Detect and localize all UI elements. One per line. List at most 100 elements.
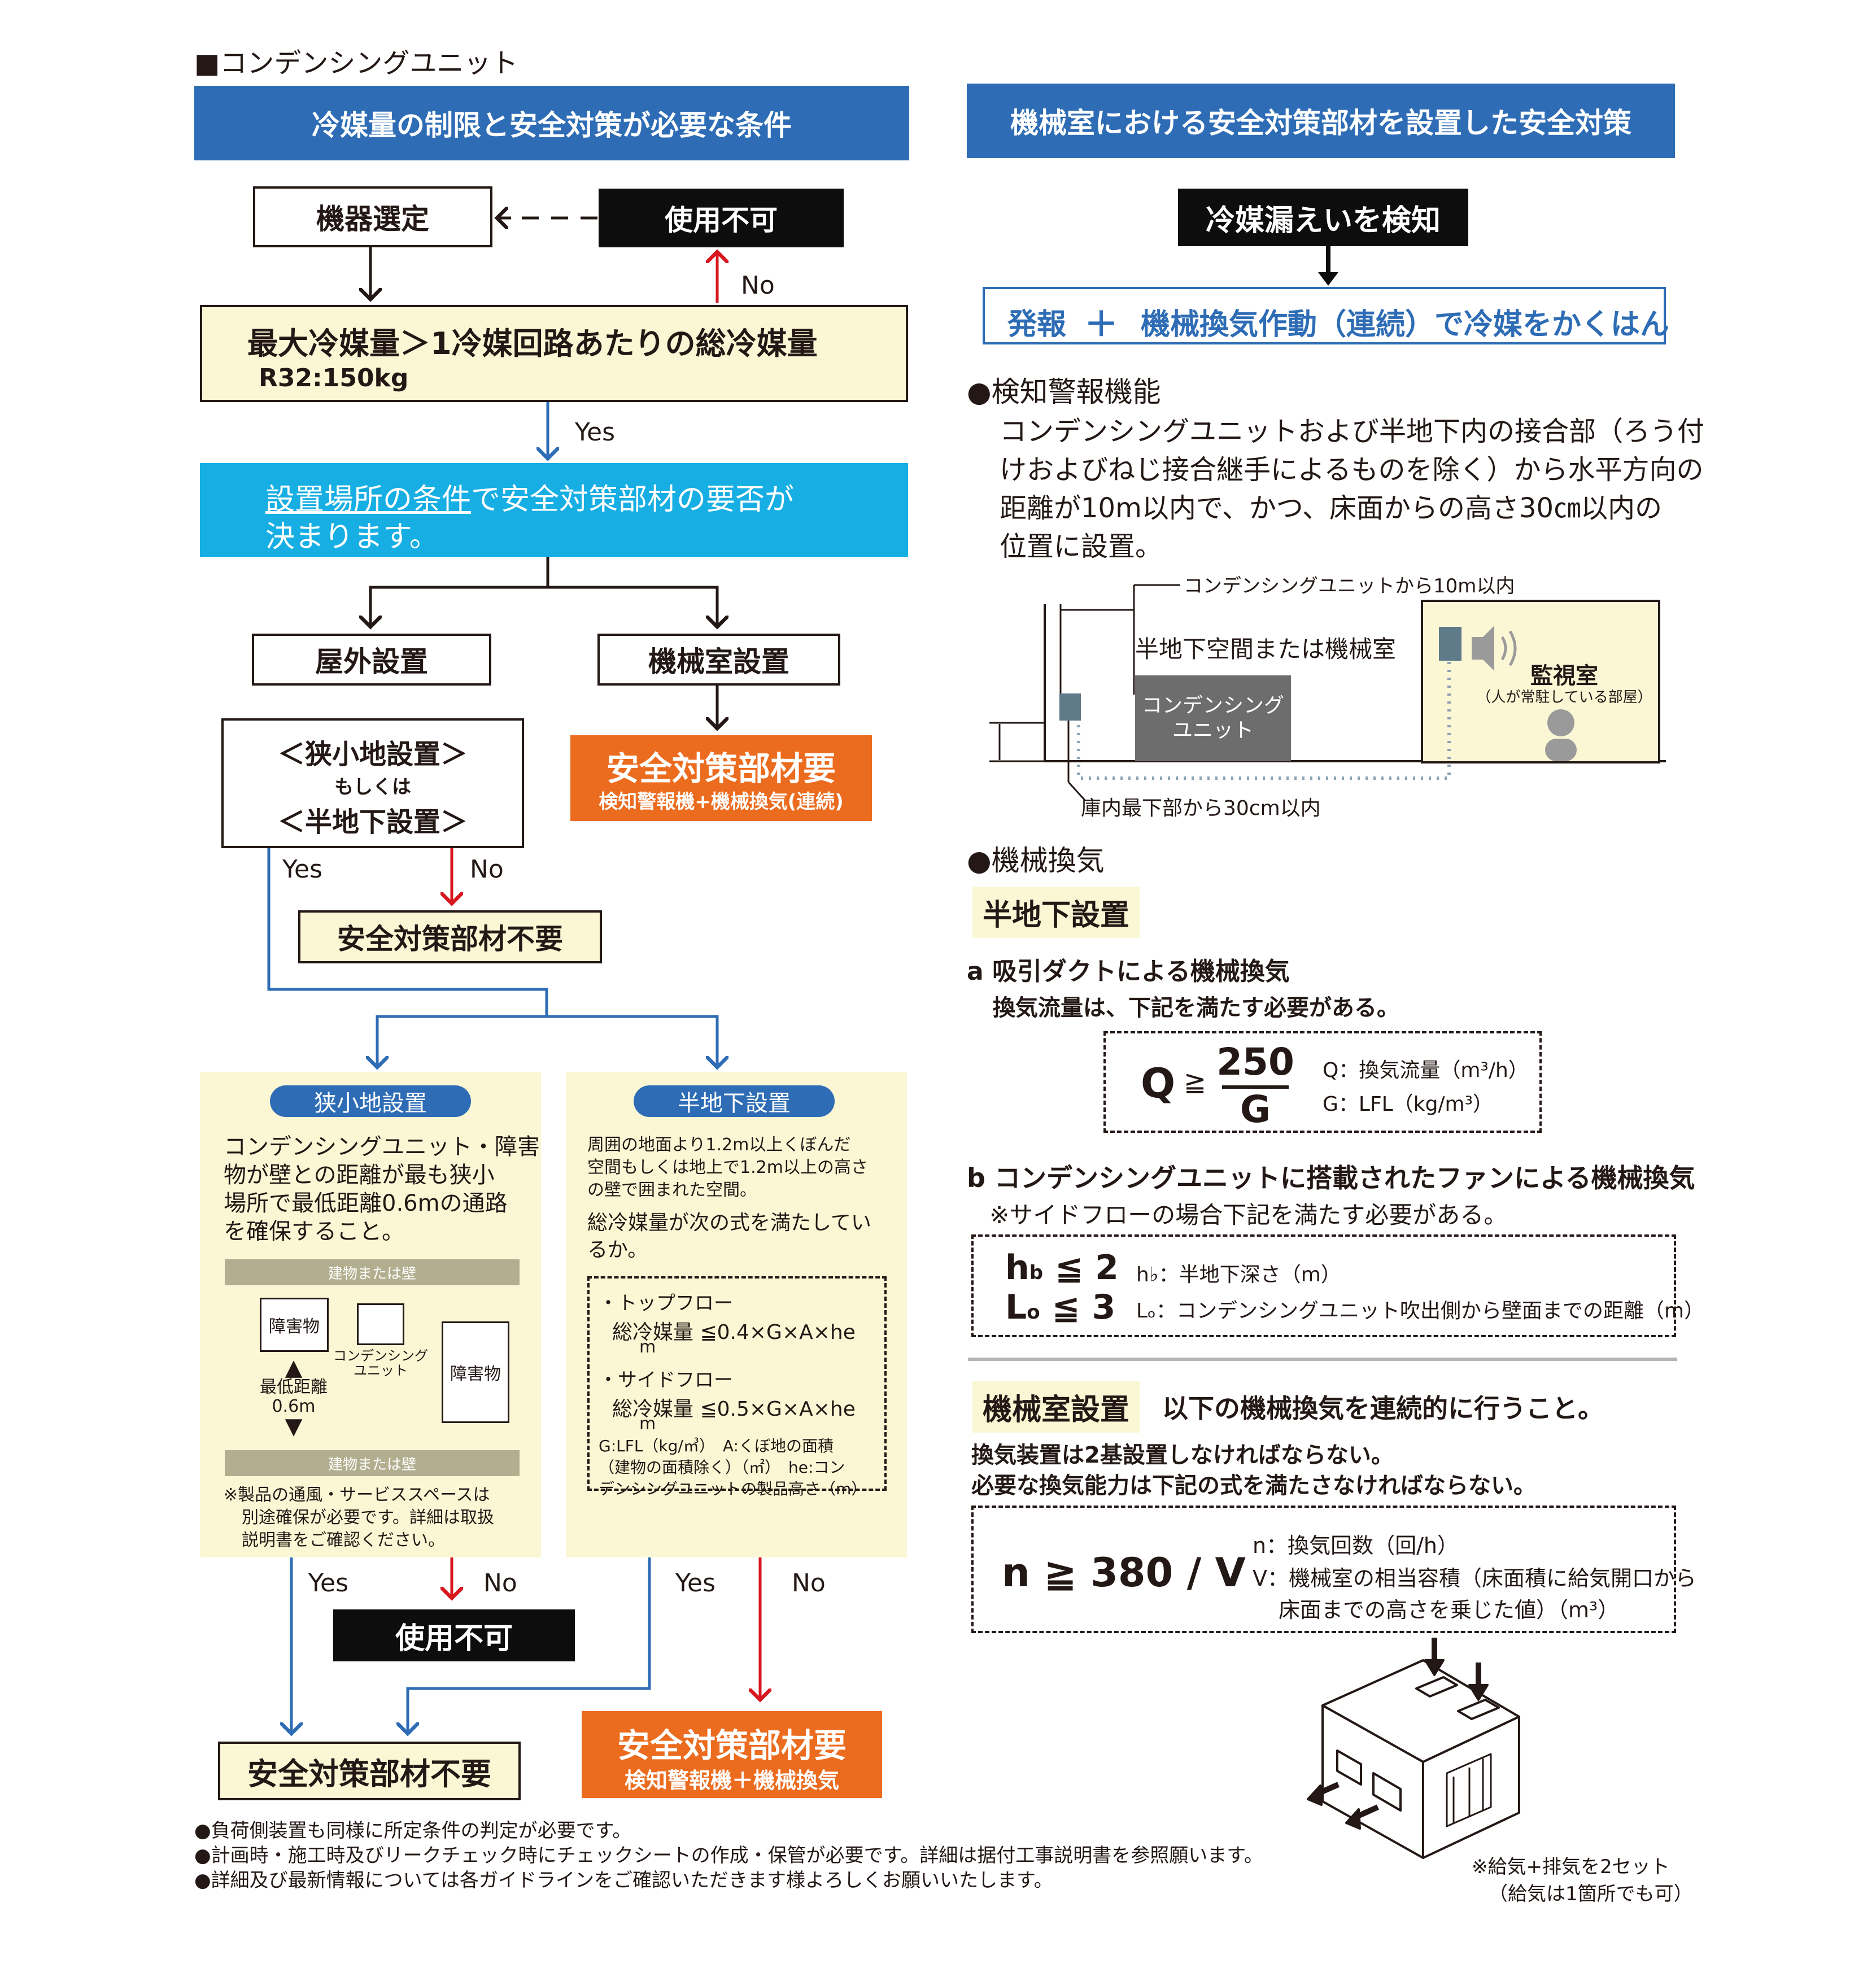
n-formula-box: n ≧ 380 / V n：換気回数（回/h） V：機械室の相当容積（床面積に給…	[971, 1506, 1696, 1633]
no-label-1: No	[741, 271, 775, 300]
q-formula-box: Q ≧ 250 G Q：換気流量（m³/h） G：LFL（kg/m³）	[1103, 1031, 1542, 1133]
semi-basement-label: 半地下設置	[972, 887, 1140, 938]
min-distance: ▲ 最低距離 0.6m ▼	[260, 1355, 328, 1439]
no-label-4: No	[792, 1569, 826, 1598]
safety-required-title-1: 安全対策部材要	[606, 749, 836, 788]
semi-panel-text2: 総冷媒量が次の式を満たしてい るか。	[587, 1211, 871, 1262]
semi-panel: 半地下設置 周囲の地面より1.2m以上くぼんだ 空間もしくは地上で1.2m以上の…	[566, 1072, 907, 1557]
space-label: 半地下空間または機械室	[1135, 635, 1397, 663]
moshikuwa-text: もしくは	[334, 776, 411, 798]
max-refrigerant-box: 最大冷媒量＞1冷媒回路あたりの総冷媒量 R32:150kg	[200, 305, 908, 402]
fraction-bar	[1222, 1085, 1289, 1089]
safety-required-sub-2: 検知警報機＋機械換気	[624, 1768, 839, 1793]
side-flow-label: ・サイドフロー	[599, 1369, 733, 1391]
within-10m-label: コンデンシングユニットから10m以内	[1184, 575, 1515, 597]
yes-label-2: Yes	[282, 855, 323, 884]
a-title: a 吸引ダクトによる機械換気	[967, 957, 1290, 986]
cu-small-label: コンデンシング ユニット	[333, 1348, 428, 1378]
condition-rest: で安全対策部材の要否が	[471, 483, 795, 517]
left-header: 冷媒量の制限と安全対策が必要な条件	[194, 86, 909, 160]
footnotes: ●負荷側装置も同様に所定条件の判定が必要です。 ●計画時・施工時及びリークチェッ…	[194, 1819, 1263, 1892]
hb-condition: hb ≦ 2	[1005, 1248, 1119, 1288]
q-legend-1: Q：換気流量（m³/h）	[1323, 1059, 1529, 1082]
narrow-text: ＜狭小地設置＞	[277, 739, 468, 770]
side-flow-formula: 総冷媒量 ≦0.5×G×A×he	[612, 1398, 856, 1421]
narrow-panel: 狭小地設置 コンデンシングユニット・障害 物が壁との距離が最も狭小 場所で最低距…	[200, 1072, 541, 1557]
yes-label-4: Yes	[675, 1569, 716, 1598]
mr-line-2: 必要な換気能力は下記の式を満たさなければならない。	[971, 1473, 1536, 1499]
safety-not-required-box-1: 安全対策部材不要	[298, 910, 602, 963]
narrow-panel-title: 狭小地設置	[270, 1085, 471, 1117]
machine-room-text: 以下の機械換気を連続的に行うこと。	[1162, 1393, 1604, 1424]
q-legend-2: G：LFL（kg/m³）	[1323, 1093, 1494, 1116]
semi-formula-box: ・トップフロー 総冷媒量 ≦0.4×G×A×he m ・サイドフロー 総冷媒量 …	[587, 1276, 887, 1498]
detection-text: コンデンシングユニットおよび半地下内の接合部（ろう付 けおよびねじ接合継手による…	[1000, 416, 1705, 562]
alarm-a: 発報	[1007, 308, 1067, 342]
wall-band-bottom: 建物または壁	[225, 1450, 520, 1476]
b-title: b コンデンシングユニットに搭載されたファンによる機械換気	[967, 1163, 1695, 1193]
b-text: ※サイドフローの場合下記を満たす必要がある。	[989, 1201, 1508, 1229]
semi-panel-title: 半地下設置	[634, 1085, 835, 1117]
kiki-sentei-box: 機器選定	[253, 186, 492, 247]
hb-legend: h♭：半地下深さ（m）	[1136, 1263, 1341, 1286]
set-note-2: （給気は1箇所でも可）	[1489, 1883, 1693, 1905]
shiyou-fuka-box: 使用不可	[599, 189, 844, 247]
alarm-b: 機械換気作動（連続）で冷媒をかくはん	[1141, 308, 1670, 342]
set-note-1: ※給気+排気を2セット	[1472, 1856, 1670, 1878]
condition-line2: 決まります。	[265, 520, 439, 554]
room-illustration	[1307, 1638, 1520, 1859]
arrow-down-icon: ▼	[285, 1413, 303, 1439]
max-refrigerant-text: 最大冷媒量＞1冷媒回路あたりの総冷媒量	[247, 326, 818, 361]
safety-required-box-2: 安全対策部材要 検知警報機＋機械換気	[582, 1711, 882, 1798]
side-flow-m: m	[639, 1414, 656, 1434]
detect-box: 冷媒漏えいを検知	[1178, 189, 1468, 246]
right-header: 機械室における安全対策部材を設置した安全対策	[967, 84, 1675, 158]
n-legend-3: 床面までの高さを乗じた値）（m³）	[1279, 1598, 1620, 1622]
obstacle-box-1: 障害物	[260, 1298, 329, 1352]
condition-box: 設置場所の条件で安全対策部材の要否が 決まります。	[200, 463, 908, 557]
obstacle-box-2: 障害物	[442, 1321, 509, 1423]
hb-lo-box: hb ≦ 2 Lo ≦ 3 h♭：半地下深さ（m） Lₒ：コンデンシングユニット…	[971, 1234, 1704, 1337]
lo-legend: Lₒ：コンデンシングユニット吹出側から壁面までの距離（m）	[1136, 1299, 1705, 1323]
cu-small-box	[357, 1303, 404, 1345]
fraction-denominator: G	[1240, 1088, 1271, 1131]
divider	[968, 1358, 1677, 1361]
semi-panel-text: 周囲の地面より1.2m以上くぼんだ 空間もしくは地上で1.2m以上の高さ の壁で…	[587, 1135, 868, 1200]
shiyou-fuka-box-2: 使用不可	[333, 1609, 575, 1661]
detection-title: ●検知警報機能	[967, 376, 1161, 408]
section-title: ■コンデンシングユニット	[194, 47, 518, 79]
arrow-up-icon: ▲	[285, 1355, 303, 1381]
cu-label: コンデンシング ユニット	[1141, 694, 1284, 742]
semi-legend: G:LFL（kg/㎥） A:くぼ地の面積 （建物の面積除く）（㎡） he:コン …	[599, 1437, 867, 1498]
lo-condition: Lo ≦ 3	[1005, 1288, 1116, 1327]
detection-diagram	[989, 584, 1666, 802]
safety-required-box-1: 安全対策部材要 検知警報機+機械換気(連続)	[570, 735, 872, 821]
a-text: 換気流量は、下記を満たす必要がある。	[993, 995, 1399, 1021]
geq-symbol: ≧	[1184, 1066, 1207, 1098]
safety-required-sub-1: 検知警報機+機械換気(連続)	[599, 791, 844, 813]
narrow-panel-text: コンデンシングユニット・障害 物が壁との距離が最も狭小 場所で最低距離0.6mの…	[224, 1134, 540, 1245]
outdoor-box: 屋外設置	[252, 634, 491, 686]
top-flow-formula: 総冷媒量 ≦0.4×G×A×he	[612, 1321, 856, 1344]
within-30cm-label: 庫内最下部から30cm以内	[1081, 797, 1321, 820]
safety-not-required-box-2: 安全対策部材不要	[218, 1742, 521, 1800]
yes-label-1: Yes	[575, 418, 616, 447]
plus-icon: ＋	[1084, 305, 1118, 344]
no-label-3: No	[483, 1569, 517, 1598]
safety-required-title-2: 安全対策部材要	[617, 1726, 847, 1765]
ventilation-title: ●機械換気	[967, 844, 1105, 877]
cu-box	[1135, 675, 1291, 761]
no-label-2: No	[470, 855, 504, 884]
mr-line-1: 換気装置は2基設置しなければならない。	[971, 1442, 1394, 1468]
top-flow-label: ・トップフロー	[599, 1292, 733, 1315]
condition-underline: 設置場所の条件	[265, 483, 472, 517]
machine-room-box: 機械室設置	[597, 634, 840, 686]
yes-label-3: Yes	[308, 1569, 349, 1598]
monitor-sub-label: （人が常駐している部屋）	[1476, 689, 1652, 706]
n-formula: n ≧ 380 / V	[1002, 1550, 1246, 1596]
n-legend-2: V：機械室の相当容積（床面積に給気開口から	[1253, 1566, 1696, 1591]
fraction-numerator: 250	[1216, 1040, 1294, 1084]
q-symbol: Q	[1141, 1059, 1176, 1107]
narrow-note: ※製品の通風・サービススペースは 別途確保が必要です。詳細は取扱 説明書をご確認…	[224, 1485, 494, 1550]
